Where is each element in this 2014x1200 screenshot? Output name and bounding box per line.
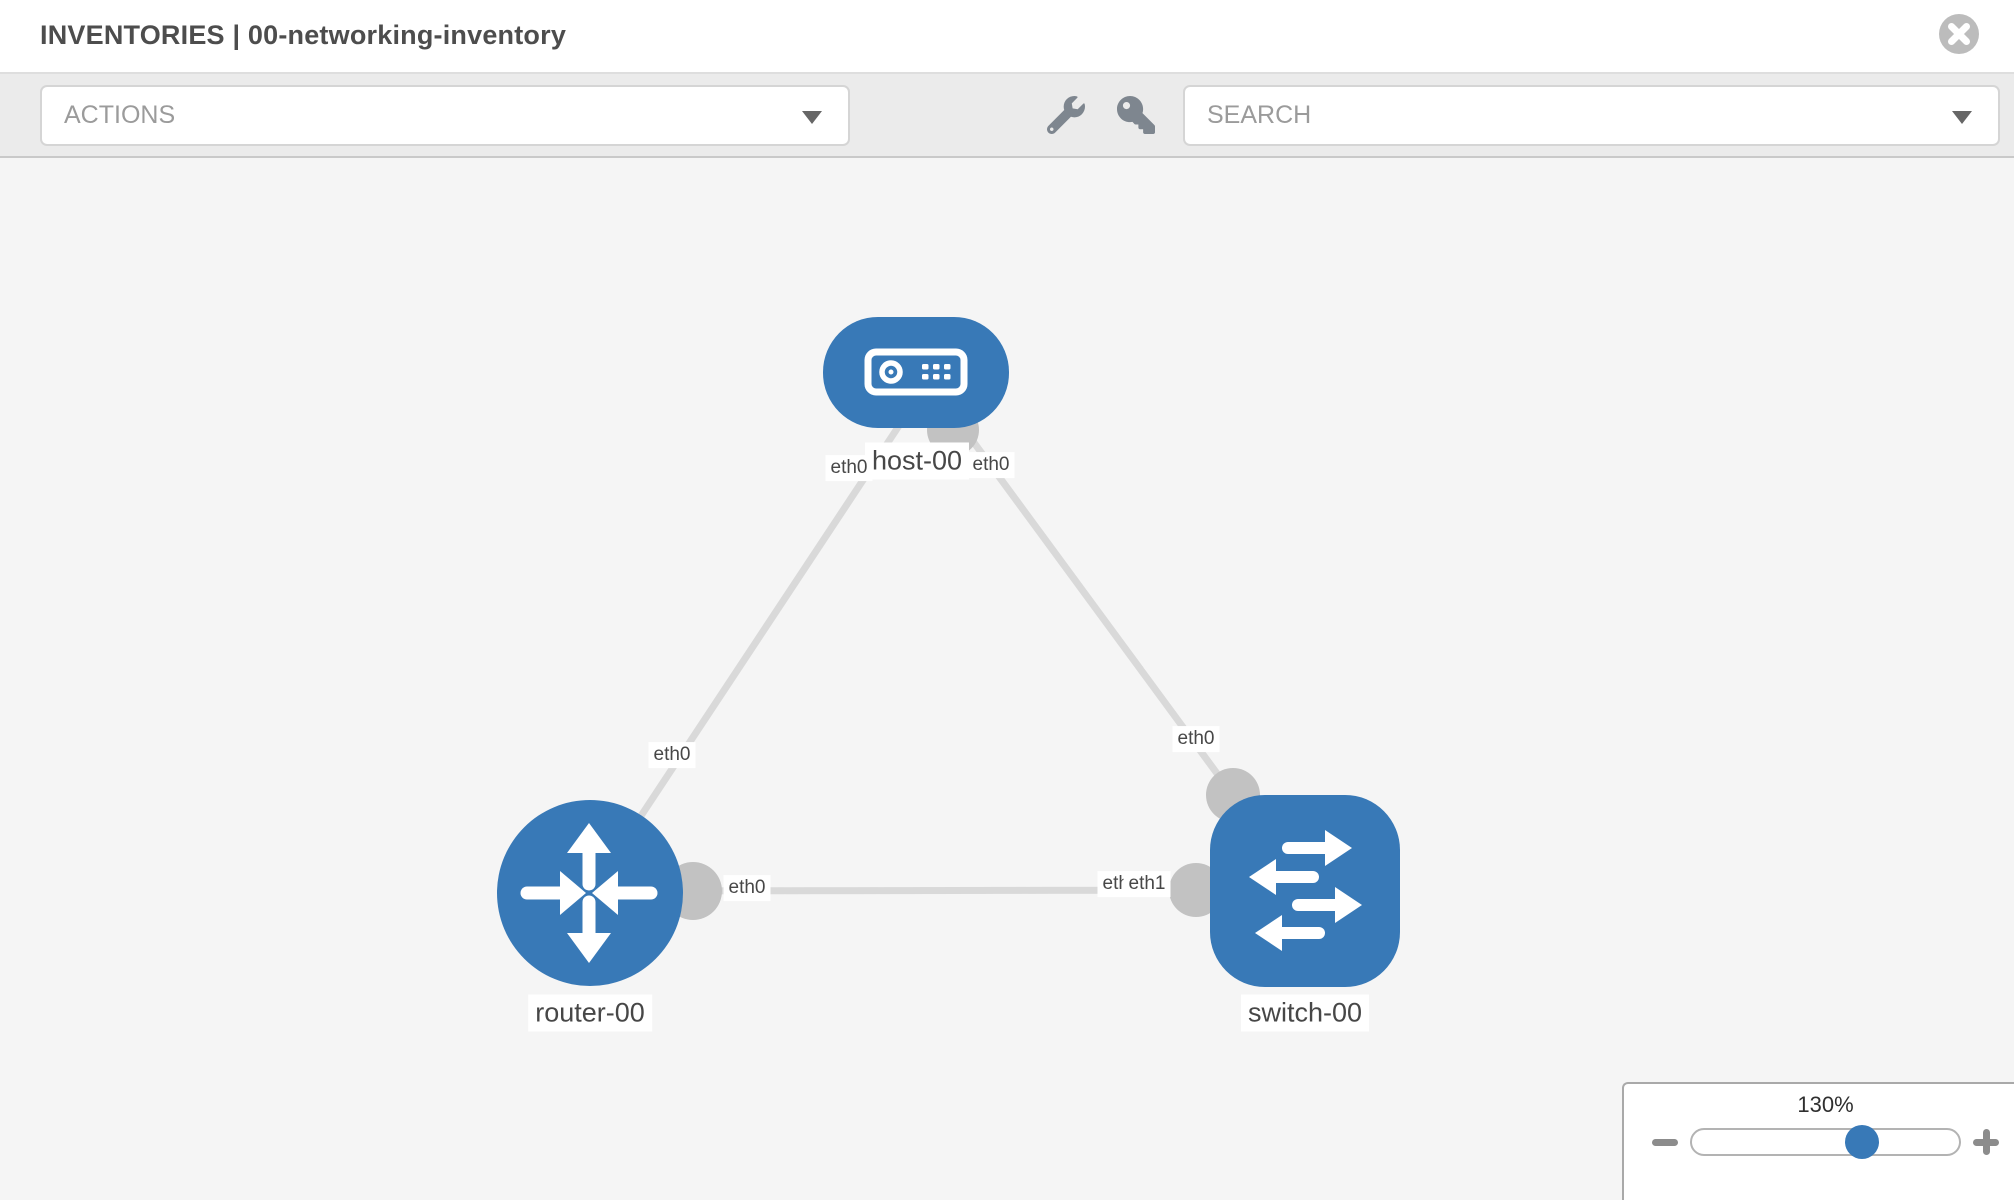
node-label-switch: switch-00 — [1240, 994, 1370, 1032]
zoom-slider-track[interactable] — [1690, 1128, 1961, 1156]
search-select-label: SEARCH — [1207, 101, 1312, 129]
link-host-switch[interactable] — [947, 407, 1263, 835]
key-button[interactable] — [1114, 94, 1158, 138]
zoom-level-label: 130% — [1797, 1092, 1854, 1117]
node-switch-00[interactable] — [1210, 795, 1400, 987]
switch-icon — [1249, 830, 1362, 951]
close-icon — [1939, 14, 1979, 54]
node-label-router: router-00 — [528, 994, 652, 1032]
interface-label-router-top: eth0 — [648, 742, 696, 768]
node-host-00[interactable] — [823, 317, 1009, 428]
toolbar: ACTIONS SEARCH — [0, 74, 2014, 158]
link-host-router[interactable] — [587, 398, 919, 895]
interface-label-host-left: eth0 — [825, 455, 873, 481]
host-icon — [864, 348, 968, 396]
node-label-host: host-00 — [864, 442, 970, 480]
zoom-in-button[interactable] — [1969, 1125, 2003, 1159]
router-node-shape[interactable] — [497, 800, 683, 986]
wrench-icon — [1046, 95, 1085, 134]
interface-circle-switch-left — [1169, 863, 1223, 917]
interface-label-switch-left-eth1: eth1 — [1123, 871, 1171, 897]
caret-down-icon — [1952, 111, 1972, 124]
plus-icon — [1982, 1129, 1990, 1155]
actions-select[interactable]: ACTIONS — [40, 85, 850, 146]
interface-label-router-right: eth0 — [723, 875, 771, 901]
switch-node-shape[interactable] — [1210, 795, 1400, 987]
interface-label-host-right: eth0 — [967, 452, 1015, 478]
zoom-control-panel: 130% — [1622, 1082, 2014, 1200]
caret-down-icon — [802, 111, 822, 124]
search-select[interactable]: SEARCH — [1183, 85, 2000, 146]
header: INVENTORIES | 00-networking-inventory — [0, 0, 2014, 74]
minus-icon — [1652, 1138, 1678, 1146]
actions-select-label: ACTIONS — [64, 101, 176, 129]
interface-label-switch-top: eth0 — [1172, 726, 1220, 752]
node-router-00[interactable] — [497, 800, 683, 986]
key-icon — [1117, 95, 1155, 134]
tools-button[interactable] — [1044, 94, 1088, 138]
close-button[interactable] — [1938, 13, 1980, 55]
page-title: INVENTORIES | 00-networking-inventory — [40, 20, 567, 50]
host-node-shape[interactable] — [823, 317, 1009, 428]
zoom-slider-thumb[interactable] — [1845, 1125, 1879, 1159]
router-icon — [520, 823, 658, 963]
zoom-out-button[interactable] — [1648, 1125, 1682, 1159]
